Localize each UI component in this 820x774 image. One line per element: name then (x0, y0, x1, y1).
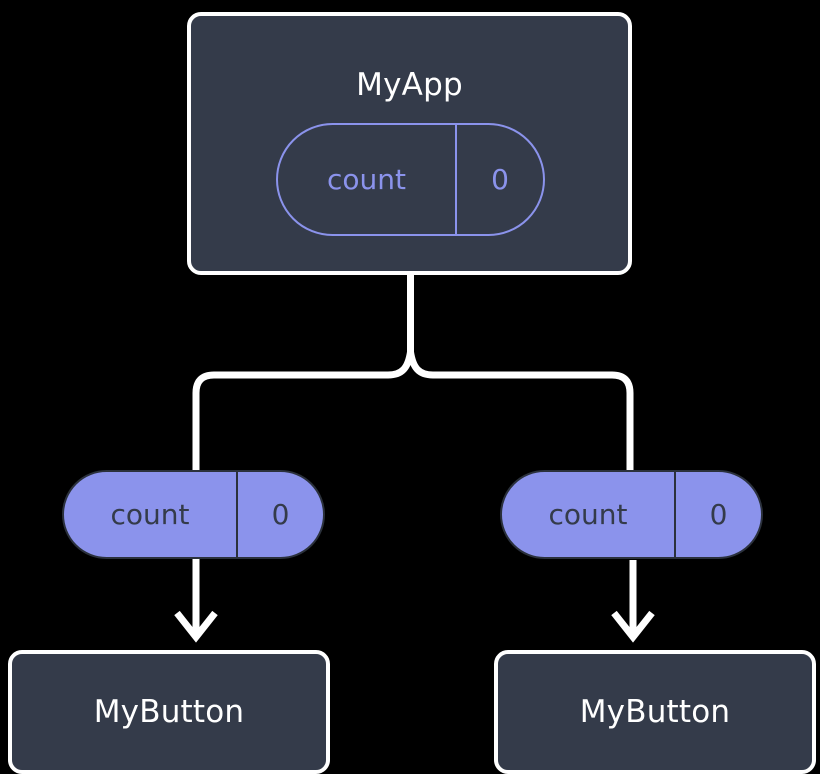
arrow-right-pill-to-button (611, 560, 655, 643)
child-left-component-label: MyButton (93, 693, 245, 730)
arrow-down-icon-left (174, 610, 218, 643)
state-pill-root-value: 0 (455, 125, 543, 234)
fork-branch-left (192, 351, 414, 472)
prop-pill-left-key: count (110, 497, 190, 531)
component-node-child-left[interactable]: MyButton (8, 650, 330, 774)
child-right-component-label: MyButton (579, 693, 731, 730)
component-node-child-right[interactable]: MyButton (494, 650, 816, 774)
arrow-down-icon-right (611, 610, 655, 643)
prop-pill-right-value: 0 (674, 472, 761, 557)
prop-pill-left[interactable]: count 0 (62, 470, 325, 559)
arrow-left-pill-to-button (174, 558, 218, 643)
state-pill-root-key: count (327, 162, 406, 196)
prop-pill-right-key: count (548, 497, 628, 531)
tree-fork-edge (192, 275, 634, 472)
root-component-label: MyApp (356, 67, 463, 103)
prop-pill-right[interactable]: count 0 (500, 470, 763, 559)
fork-branch-right (407, 351, 634, 472)
prop-pill-left-value: 0 (236, 472, 323, 557)
state-pill-root[interactable]: count 0 (276, 123, 545, 236)
